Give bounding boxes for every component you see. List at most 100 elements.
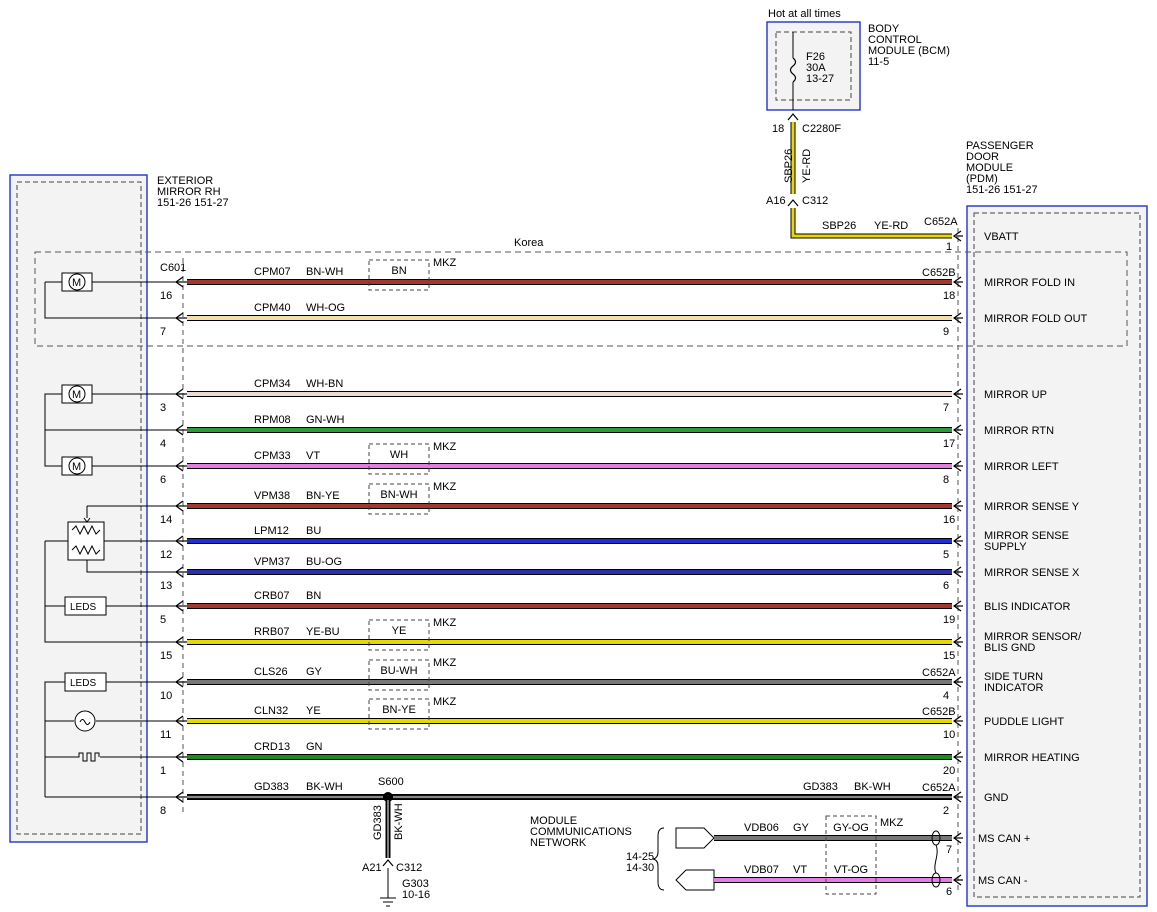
can-color: VT: [793, 864, 807, 876]
pdm-box: [966, 205, 1148, 907]
mkz-color: BN-WH: [380, 489, 417, 501]
feed-color: YE-RD: [801, 149, 813, 183]
pdm-pin: 9: [943, 326, 949, 338]
mirror-pin: 7: [160, 326, 166, 338]
s600-splice-icon: [383, 792, 393, 802]
puddle-lamp-icon: [74, 710, 96, 732]
pdm-signal-label: MIRROR RTN: [984, 425, 1054, 437]
vbatt-label: VBATT: [984, 231, 1019, 243]
mirror-pin: 1: [160, 765, 166, 777]
circuit-id: CPM34: [254, 378, 291, 390]
vbatt-wire: [791, 208, 952, 238]
mkz-box: [368, 698, 430, 730]
bcm-inner: [775, 31, 852, 101]
mkz-box: [368, 483, 430, 515]
wire-color-code: BN: [306, 590, 321, 602]
circuit-id: VPM38: [254, 490, 290, 502]
circuit-id: CRB07: [254, 590, 289, 602]
wire-color-code: WH-BN: [306, 378, 343, 390]
bcm-box: [766, 21, 861, 111]
pdm-pin: 10: [943, 729, 955, 741]
network-brace: [652, 827, 665, 891]
mkz-color: YE: [392, 625, 407, 637]
wire-color-code: YE: [306, 705, 321, 717]
wire-color-code: GN-WH: [306, 414, 345, 426]
c2280f-pin: 18: [772, 123, 784, 135]
can-minus-connector-icon: [675, 869, 715, 891]
wire-color-code: GY: [306, 666, 323, 678]
can-color: GY: [793, 822, 810, 834]
pdm-pin: 16: [943, 514, 955, 526]
mkz-box: [368, 659, 430, 691]
ground-drop-circuit: GD383: [372, 805, 384, 840]
pdm-pin: 17: [943, 438, 955, 450]
circuit-id: GD383: [254, 781, 289, 793]
pdm-pin: 20: [943, 765, 955, 777]
mirror-pin: 16: [160, 290, 172, 302]
pdm-pin: 4: [943, 690, 949, 702]
pdm-signal-label: MIRROR HEATING: [984, 752, 1080, 764]
ground-icon: [380, 897, 396, 907]
hot-label: Hot at all times: [768, 8, 841, 20]
korea-label: Korea: [514, 237, 544, 249]
wire-color-code: BN-WH: [306, 266, 343, 278]
korea-region: [34, 251, 1128, 347]
mkz-label: MKZ: [433, 657, 457, 669]
mkz-label: MKZ: [433, 257, 457, 269]
c2280f-label: C2280F: [802, 123, 841, 135]
pdm-signal-label: PUDDLE LIGHT: [984, 716, 1064, 728]
exterior-mirror-inner: [16, 181, 142, 835]
pdm-pin: 19: [943, 614, 955, 626]
mkz-label: MKZ: [433, 481, 457, 493]
wire-color-code: BU: [306, 525, 321, 537]
circuit-id: RRB07: [254, 626, 289, 638]
circuit-id: LPM12: [254, 525, 289, 537]
sense-potentiometer-icon: [67, 517, 105, 561]
pdm-pin: 15: [943, 650, 955, 662]
mirror-pin: 11: [160, 729, 171, 741]
pdm-pin: 18: [943, 290, 955, 302]
mirror-pin: 3: [160, 402, 166, 414]
gnd-circuit-right: GD383: [803, 781, 838, 793]
wire-color-code: BN-YE: [306, 490, 340, 502]
pdm-connector-id: C652B: [922, 267, 956, 279]
wire-color-code: WH-OG: [306, 302, 345, 314]
c312-pin: A16: [766, 195, 786, 207]
pdm-signal-label: MIRROR LEFT: [984, 461, 1059, 473]
mirror-pin: 4: [160, 438, 166, 450]
vbatt-pin: 1: [946, 241, 952, 253]
pdm-connector-id: C652A: [922, 782, 956, 794]
ground-drop-color: BK-WH: [393, 803, 405, 840]
can-pin: 7: [946, 844, 952, 856]
mirror-internal-wiring: [44, 281, 176, 798]
pdm-connector-id: C652B: [922, 706, 956, 718]
mkz-label: MKZ: [433, 696, 457, 708]
pdm-signal-label: MIRROR SENSOR/BLIS GND: [984, 631, 1082, 654]
circuit-id: CPM40: [254, 302, 291, 314]
fuse-icon: [789, 57, 797, 83]
c312-terminal-icon: [787, 199, 799, 207]
feed-circuit: SBP26: [783, 149, 795, 183]
mkz-color: BN: [391, 265, 406, 277]
can-label: MS CAN -: [978, 875, 1028, 887]
s600-label: S600: [378, 776, 404, 788]
mirror-pin: 10: [160, 690, 172, 702]
pdm-signal-label: MIRROR UP: [984, 389, 1047, 401]
pdm-signal-label: GND: [984, 792, 1009, 804]
